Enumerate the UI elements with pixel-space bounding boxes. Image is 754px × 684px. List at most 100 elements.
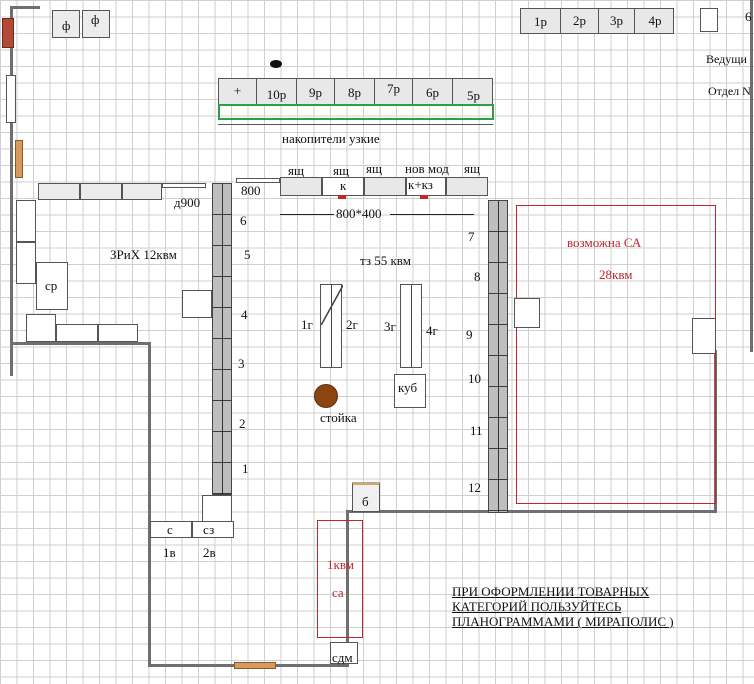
notice-line2: КАТЕГОРИЙ ПОЛЬЗУЙТЕСЬ bbox=[452, 599, 622, 614]
yashch-k-top-label: ящ bbox=[333, 163, 349, 178]
label-vedushi: Ведущи bbox=[706, 52, 747, 66]
wall-corridor-left bbox=[148, 342, 151, 667]
left-rack-foot-box bbox=[202, 495, 232, 523]
top-right-corner-box bbox=[700, 8, 718, 32]
zone-zrih: ЗРиХ 12квм bbox=[110, 247, 177, 262]
notice-line1: ПРИ ОФОРМЛЕНИИ ТОВАРНЫХ bbox=[452, 584, 650, 599]
zone-ca-line1: возможна СА bbox=[567, 235, 642, 250]
narrow-rack-9r: 9р bbox=[297, 79, 335, 105]
right-num-10: 10 bbox=[468, 371, 481, 386]
island-g3-g4-divider bbox=[411, 285, 412, 367]
corner-digit: 6 bbox=[745, 9, 752, 24]
label-800x400: 800*400 bbox=[336, 206, 382, 221]
sdm-box: сдм bbox=[330, 642, 358, 665]
narrow-rack-9r-label: 9р bbox=[309, 85, 322, 100]
left-wall-panel bbox=[6, 75, 16, 123]
c-label: с bbox=[167, 522, 173, 537]
left-top-shelf-3 bbox=[122, 183, 162, 200]
rack-3r: 3р bbox=[599, 9, 635, 33]
nov-mod-label: нов мод bbox=[405, 161, 449, 176]
left-shelf-b bbox=[56, 324, 98, 342]
island-g1-g2-divider bbox=[331, 285, 332, 367]
right-num-11: 11 bbox=[470, 423, 483, 438]
shelf-strip-left bbox=[162, 183, 206, 188]
red-mark-2 bbox=[420, 195, 428, 199]
narrow-rack-plus: + bbox=[219, 79, 257, 105]
label-800: 800 bbox=[241, 183, 261, 198]
left-top-shelf-1 bbox=[38, 183, 80, 200]
left-vertical-rack bbox=[212, 183, 232, 495]
bottom-door bbox=[234, 662, 276, 669]
cabinet-f1: ф bbox=[52, 10, 80, 38]
right-num-9: 9 bbox=[466, 327, 473, 342]
island-g3-label: 3г bbox=[384, 319, 396, 334]
k-kz-label: к+кз bbox=[408, 177, 433, 192]
left-wall-red-fixture bbox=[2, 18, 14, 48]
small-ca-line1: 1квм bbox=[327, 557, 354, 572]
rack-3r-label: 3р bbox=[610, 13, 623, 28]
yashch1-label: ящ bbox=[288, 163, 304, 178]
kub-box: куб bbox=[394, 374, 426, 408]
left-shelf-c bbox=[98, 324, 138, 342]
rack-4r-label: 4р bbox=[648, 13, 662, 28]
narrow-racks-caption: накопители узкие bbox=[282, 131, 380, 146]
wall-inner-horizontal bbox=[346, 510, 716, 513]
island-g2-label: 2г bbox=[346, 317, 358, 332]
left-num-3: 3 bbox=[238, 356, 245, 371]
sz-label: сз bbox=[203, 522, 215, 537]
narrow-rack-6r-label: 6р bbox=[426, 85, 439, 100]
sr-label: ср bbox=[45, 278, 58, 293]
island-g4-label: 4г bbox=[426, 323, 438, 338]
yashch-k-label: к bbox=[340, 178, 347, 193]
wall-bottom-right-vertical bbox=[346, 512, 349, 667]
left-cabinet-1 bbox=[16, 200, 36, 242]
small-ca-zone bbox=[317, 520, 363, 638]
rack-2r: 2р bbox=[561, 9, 599, 33]
island-g1-g2 bbox=[320, 284, 343, 368]
cabinet-f2-label: ф bbox=[91, 12, 100, 27]
cabinet-f1-label: ф bbox=[62, 18, 71, 33]
narrow-racks-top: + 10р 9р 8р 7р 6р 5р bbox=[218, 78, 493, 106]
right-num-7: 7 bbox=[468, 229, 475, 244]
left-num-2: 2 bbox=[239, 416, 246, 431]
dimension-line-left bbox=[280, 214, 334, 215]
left-rack-side-box bbox=[182, 290, 212, 318]
yashch-box-k: к bbox=[322, 177, 364, 196]
ca-zone-right-box bbox=[692, 318, 716, 354]
stoika-circle bbox=[314, 384, 338, 408]
green-highlight bbox=[218, 104, 494, 120]
narrow-rack-10r: 10р bbox=[257, 79, 297, 105]
b-box: б bbox=[352, 482, 380, 512]
v2-label: 2в bbox=[203, 545, 216, 560]
zone-tz: тз 55 квм bbox=[360, 253, 411, 268]
label-otdel: Отдел N bbox=[708, 84, 751, 98]
wall-right-upper bbox=[750, 0, 753, 352]
yashch5-label: ящ bbox=[464, 161, 480, 176]
possible-ca-zone bbox=[516, 205, 716, 504]
rack-1r: 1р bbox=[521, 9, 561, 33]
narrow-rack-7r-label: 7р bbox=[387, 81, 400, 96]
ca-zone-side-box bbox=[514, 298, 540, 328]
stoika-label: стойка bbox=[320, 410, 357, 425]
narrow-rack-5r-label: 5р bbox=[467, 88, 480, 103]
left-top-shelf-2 bbox=[80, 183, 122, 200]
left-cabinet-2 bbox=[16, 242, 36, 284]
sr-box: ср bbox=[36, 262, 68, 310]
right-num-8: 8 bbox=[474, 269, 481, 284]
b-label: б bbox=[362, 494, 369, 509]
red-mark-1 bbox=[338, 195, 346, 199]
narrow-rack-8r-label: 8р bbox=[348, 85, 361, 100]
narrow-racks-bottom-row bbox=[218, 106, 493, 125]
left-num-6: 6 bbox=[240, 213, 247, 228]
left-wall-door bbox=[15, 140, 23, 178]
island-g1-g2-slant bbox=[321, 285, 343, 325]
sz-box: сз bbox=[192, 521, 234, 538]
yashch-box-1 bbox=[280, 177, 322, 196]
narrow-rack-6r: 6р bbox=[413, 79, 453, 105]
rack-4r: 4р bbox=[635, 9, 675, 33]
left-num-4: 4 bbox=[241, 307, 248, 322]
yashch-box-3 bbox=[364, 177, 406, 196]
narrow-rack-7r: 7р bbox=[375, 79, 413, 105]
sdm-label: сдм bbox=[332, 650, 353, 665]
c-box: с bbox=[150, 521, 192, 538]
